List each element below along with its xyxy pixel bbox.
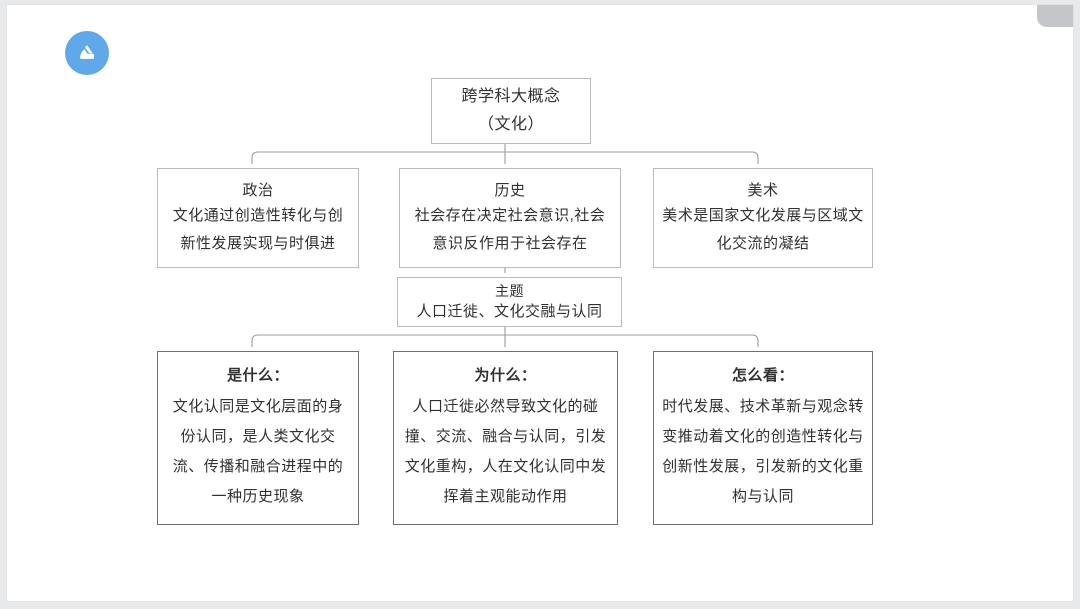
subject-body-art: 美术是国家文化发展与区域文化交流的凝结 (662, 206, 864, 252)
subject-title-politics: 政治 (242, 181, 274, 199)
corner-chip (1037, 5, 1073, 27)
subject-body-politics: 文化通过创造性转化与创新性发展实现与时俱进 (172, 206, 344, 252)
question-body-why: 人口迁徙必然导致文化的碰撞、交流、融合与认同，引发文化重构，人在文化认同中发挥着… (404, 397, 607, 505)
mountain-peak-logo-icon[interactable] (65, 31, 109, 75)
subject-title-history: 历史 (494, 181, 526, 199)
node-subject-history[interactable]: 历史 社会存在决定社会意识,社会意识反作用于社会存在 (399, 168, 621, 268)
node-root-concept[interactable]: 跨学科大概念 （文化） (431, 78, 591, 144)
subject-body-history: 社会存在决定社会意识,社会意识反作用于社会存在 (414, 206, 606, 252)
question-body-what: 文化认同是文化层面的身份认同，是人类文化交流、传播和融合进程中的一种历史现象 (172, 397, 344, 505)
node-subject-politics[interactable]: 政治 文化通过创造性转化与创新性发展实现与时俱进 (157, 168, 359, 268)
root-line-1: 跨学科大概念 (461, 88, 561, 105)
question-title-why: 为什么： (474, 367, 537, 385)
question-title-how: 怎么看： (731, 367, 794, 385)
node-question-what[interactable]: 是什么： 文化认同是文化层面的身份认同，是人类文化交流、传播和融合进程中的一种历… (157, 351, 359, 525)
theme-body: 人口迁徙、文化交融与认同 (416, 303, 603, 321)
theme-title: 主题 (495, 282, 524, 299)
subject-title-art: 美术 (747, 181, 779, 199)
diagram-canvas[interactable]: 跨学科大概念 （文化） 政治 文化通过创造性转化与创新性发展实现与时俱进 历史 … (6, 4, 1074, 602)
node-subject-art[interactable]: 美术 美术是国家文化发展与区域文化交流的凝结 (653, 168, 873, 268)
node-theme[interactable]: 主题 人口迁徙、文化交融与认同 (397, 277, 622, 327)
node-question-why[interactable]: 为什么： 人口迁徙必然导致文化的碰撞、交流、融合与认同，引发文化重构，人在文化认… (393, 351, 618, 525)
question-body-how: 时代发展、技术革新与观念转变推动着文化的创造性转化与创新性发展，引发新的文化重构… (662, 397, 864, 505)
node-question-how[interactable]: 怎么看： 时代发展、技术革新与观念转变推动着文化的创造性转化与创新性发展，引发新… (653, 351, 873, 525)
question-title-what: 是什么： (226, 367, 289, 385)
root-line-2: （文化） (477, 116, 544, 133)
